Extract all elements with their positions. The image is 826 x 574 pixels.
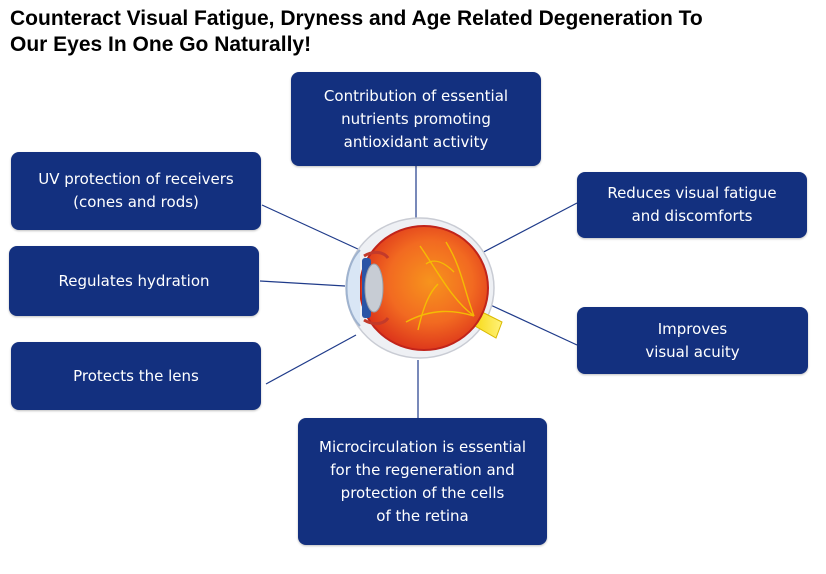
benefit-line: antioxidant activity — [343, 132, 489, 151]
benefit-line: of the retina — [376, 506, 469, 525]
benefit-line: and discomforts — [631, 207, 753, 225]
page-title: Counteract Visual Fatigue, Dryness and A… — [10, 6, 820, 58]
benefit-line: visual acuity — [645, 342, 740, 361]
benefit-line: protection of the cells — [340, 483, 505, 502]
connector-uv — [261, 204, 361, 251]
title-line-2: Our Eyes In One Go Naturally! — [10, 33, 312, 56]
benefit-line: Improves — [657, 319, 728, 338]
benefit-box-visual-fatigue: Reduces visual fatigue and discomforts — [577, 172, 807, 238]
eye-cross-section-icon — [345, 217, 503, 359]
benefit-box-visual-acuity: Improves visual acuity — [577, 307, 808, 374]
benefit-line: Reduces visual fatigue — [607, 184, 777, 202]
benefit-box-antioxidant: Contribution of essential nutrients prom… — [291, 72, 541, 166]
benefit-line: UV protection of receivers — [38, 170, 234, 188]
benefit-line: Microcirculation is essential — [319, 437, 526, 456]
benefit-box-microcirculation: Microcirculation is essential for the re… — [298, 418, 547, 545]
title-line-1: Counteract Visual Fatigue, Dryness and A… — [10, 7, 703, 30]
benefit-line: Regulates hydration — [58, 271, 210, 290]
benefit-box-uv-protection: UV protection of receivers (cones and ro… — [11, 152, 261, 230]
benefit-line: for the regeneration and — [330, 460, 515, 479]
connector-lens — [265, 334, 357, 385]
benefit-box-lens: Protects the lens — [11, 342, 261, 410]
connector-fatigue — [475, 202, 578, 257]
benefit-line: nutrients promoting — [341, 109, 491, 128]
benefit-box-hydration: Regulates hydration — [9, 246, 259, 316]
benefit-line: (cones and rods) — [73, 193, 199, 211]
connector-acuity — [483, 301, 578, 346]
benefit-line: Protects the lens — [73, 366, 199, 385]
connector-hydration — [259, 280, 346, 287]
benefit-line: Contribution of essential — [323, 86, 509, 105]
